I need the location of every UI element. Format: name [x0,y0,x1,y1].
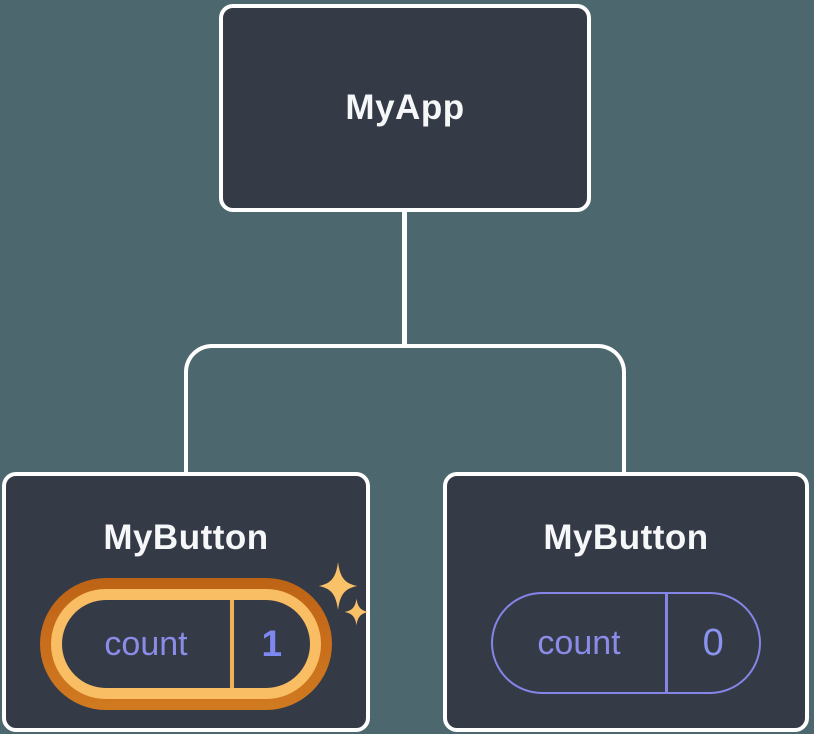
state-value-cell: 0 [668,594,760,692]
component-node-mybutton-left: MyButton count 1 [2,472,370,732]
state-badge-highlighted: count 1 [40,578,332,710]
state-badge-body: count 1 [62,600,310,688]
state-badge-divider [230,600,234,688]
tree-connector-stem [402,210,407,346]
component-title-mybutton-right: MyButton [543,518,709,557]
tree-connector-bracket [184,344,626,472]
component-title-myapp: MyApp [345,88,465,127]
state-badge-divider [665,594,668,692]
state-label-cell: count [493,594,665,692]
state-value-cell: 1 [234,600,311,688]
state-label: count [537,623,621,662]
sparkle-icon-small [344,598,369,626]
state-label-cell: count [62,600,230,688]
state-badge: count 0 [491,592,761,694]
component-node-mybutton-right: MyButton count 0 [443,472,809,732]
state-value: 1 [261,623,283,664]
state-badge-highlight-ring: count 1 [51,589,321,699]
sparkle-icon-large [318,562,358,610]
state-value: 0 [702,621,724,664]
component-title-mybutton-left: MyButton [103,518,269,557]
component-node-myapp: MyApp [219,4,591,212]
state-label: count [104,624,188,663]
